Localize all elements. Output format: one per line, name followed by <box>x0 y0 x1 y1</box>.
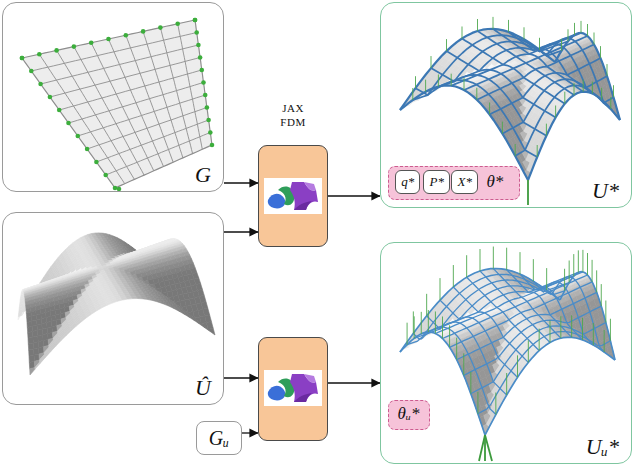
support-dot <box>85 147 90 152</box>
surface-patch <box>60 334 66 341</box>
support-dot <box>66 121 71 126</box>
surface-patch <box>30 368 35 375</box>
surface-patch <box>50 345 56 352</box>
support-dot <box>89 41 94 46</box>
surface-patch <box>81 316 87 322</box>
surface-patch <box>45 350 51 357</box>
support-dot <box>117 187 122 192</box>
support-dot <box>200 68 205 73</box>
support-dot <box>158 25 163 30</box>
surface-patch <box>55 339 61 346</box>
surface-patch <box>206 321 213 329</box>
support-dot <box>94 160 99 165</box>
surface-patch <box>208 328 215 335</box>
support-dot <box>72 44 77 49</box>
support-dot <box>106 37 111 42</box>
support-dot <box>193 18 198 23</box>
surface-patch <box>86 312 92 317</box>
surface-patch <box>35 362 41 369</box>
support-dot <box>103 173 108 178</box>
support-dot <box>206 118 211 123</box>
support-dot <box>20 56 25 61</box>
surface-patch <box>96 306 102 311</box>
support-dot <box>208 130 213 135</box>
surface-patch <box>167 304 174 308</box>
support-dot <box>29 69 34 74</box>
surface-patch <box>22 20 212 188</box>
support-dot <box>76 134 81 139</box>
support-dot <box>193 18 198 23</box>
form-grid <box>20 18 215 192</box>
support-dot <box>37 52 42 57</box>
surface-patch <box>40 356 46 363</box>
surface-patch <box>172 307 179 312</box>
support-dot <box>113 186 118 191</box>
target-surface <box>18 233 215 375</box>
surface-patch <box>91 309 97 314</box>
cable-line <box>126 35 173 162</box>
cable-line <box>115 145 212 188</box>
support-dot <box>210 143 215 148</box>
support-dot <box>124 33 129 38</box>
support-dot <box>196 43 201 48</box>
support-dot <box>54 48 59 53</box>
cable-line <box>143 31 183 157</box>
support-dot <box>198 55 203 60</box>
support-dot <box>141 29 146 34</box>
support-dot <box>20 56 25 61</box>
surface-patch <box>178 309 185 314</box>
cable-line <box>160 28 192 154</box>
support-dot <box>57 108 62 113</box>
support-dot <box>38 82 43 87</box>
support-dot <box>175 22 180 27</box>
support-dot <box>201 80 206 85</box>
support-dot <box>48 95 53 100</box>
support-dot <box>203 93 208 98</box>
surface-patch <box>162 302 169 306</box>
support-dot <box>205 105 210 110</box>
cable-line <box>195 20 212 145</box>
surface-patch <box>65 329 71 336</box>
surface-patch <box>71 325 77 331</box>
support-dot <box>194 30 199 35</box>
surface-patch <box>76 320 82 326</box>
